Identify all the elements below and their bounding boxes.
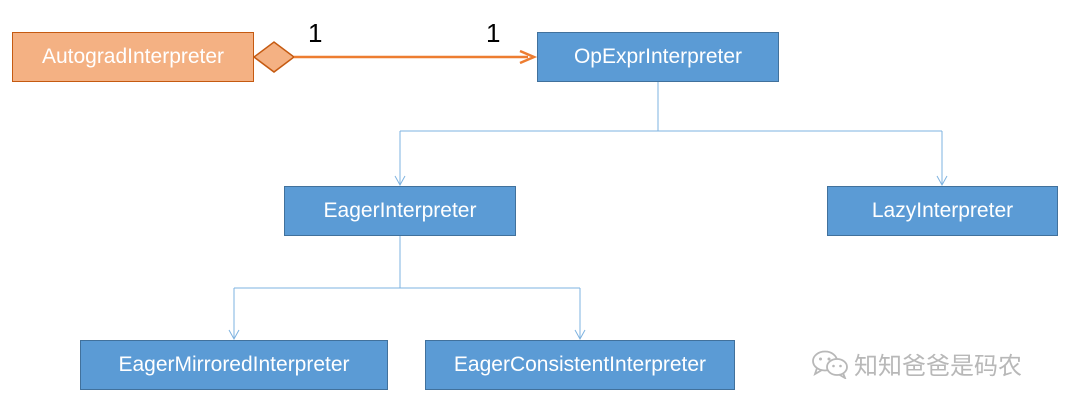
aggregation-diamond (252, 41, 296, 73)
consistent-arrowhead (574, 329, 586, 341)
watermark-text: 知知爸爸是码农 (854, 353, 1022, 380)
wechat-icon (812, 350, 848, 379)
eager-mirrored-interpreter-node: EagerMirroredInterpreter (80, 340, 388, 390)
eager-consistent-interpreter-node: EagerConsistentInterpreter (425, 340, 735, 390)
eager-interpreter-node: EagerInterpreter (284, 186, 516, 236)
target-multiplicity-label: 1 (486, 18, 501, 48)
eager-arrowhead (394, 175, 406, 187)
mirrored-arrowhead (228, 329, 240, 341)
lazy-arrowhead (936, 175, 948, 187)
association-arrowhead (519, 49, 538, 65)
source-multiplicity-label: 1 (308, 18, 323, 48)
opexpr-interpreter-node: OpExprInterpreter (537, 32, 779, 82)
autograd-interpreter-node: AutogradInterpreter (12, 32, 254, 82)
watermark: 知知爸爸是码农 (810, 346, 1022, 381)
lazy-interpreter-node: LazyInterpreter (827, 186, 1058, 236)
